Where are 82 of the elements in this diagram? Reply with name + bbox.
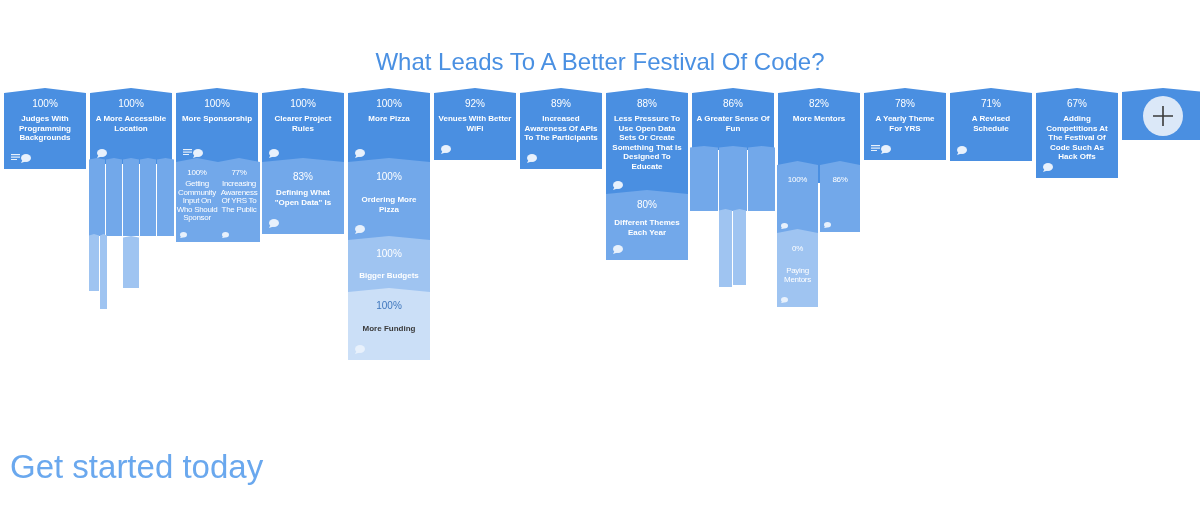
factor-title: A Yearly Theme For YRS <box>874 114 936 134</box>
sub-factor-card <box>777 161 818 233</box>
factor-title: Less Pressure To Use Open Data Sets Or Create Something That Is Designed To Educate <box>611 114 683 172</box>
sub-factor-card <box>140 158 156 236</box>
percentage-text: 100% <box>375 248 403 260</box>
factor-card <box>434 88 516 160</box>
factor-title: Defining What "Open Data" Is <box>273 188 333 208</box>
sub-factor-card <box>348 236 430 292</box>
percentage-text: 100% <box>289 98 317 110</box>
percentage-text: 67% <box>1066 98 1088 110</box>
factor-title: Bigger Budgets <box>358 271 420 281</box>
sub-factor-card <box>123 236 139 288</box>
factor-card <box>262 88 344 164</box>
sub-factor-card <box>606 190 688 260</box>
percentage-text: 80% <box>636 199 658 211</box>
percentage-text: 100% <box>375 300 403 312</box>
factor-title: Increased Awareness Of APIs To The Participants <box>524 114 598 143</box>
factor-title: More Pizza <box>367 114 411 124</box>
sub-factor-card <box>100 234 107 309</box>
factor-title: Getting Community Input On Who Should Sponsor <box>176 180 218 223</box>
factor-title: Venues With Better WiFi <box>438 114 512 134</box>
percentage-text: 100% <box>375 98 403 110</box>
factor-card <box>606 88 688 196</box>
call-to-action-text: Get started today <box>10 448 264 486</box>
percentage-text: 100% <box>203 98 231 110</box>
factor-card <box>4 88 86 169</box>
percentage-text: 100% <box>786 175 809 184</box>
factor-title: Clearer Project Rules <box>273 114 333 134</box>
sub-factor-card <box>719 146 747 211</box>
sub-factor-card <box>348 158 430 240</box>
sub-factor-card <box>89 158 105 236</box>
sub-factor-card <box>348 288 430 360</box>
percentage-text: 100% <box>31 98 59 110</box>
factor-title: A Greater Sense Of Fun <box>696 114 770 134</box>
sub-factor-card <box>176 158 218 242</box>
percentage-text: 78% <box>894 98 916 110</box>
sub-factor-card <box>748 146 775 211</box>
percentage-text: 83% <box>292 171 314 183</box>
factor-card <box>864 88 946 160</box>
factor-title: Adding Competitions At The Festival Of Code Such As Hack Offs <box>1045 114 1109 162</box>
percentage-text: 0% <box>791 244 804 253</box>
factor-title: More Funding <box>361 324 417 334</box>
factor-title: More Sponsorship <box>180 114 254 124</box>
percentage-text: 82% <box>808 98 830 110</box>
factor-title: More Mentors <box>791 114 847 124</box>
percentage-text: 89% <box>550 98 572 110</box>
factor-title: Different Themes Each Year <box>613 218 681 238</box>
sub-factor-card <box>690 146 718 211</box>
factor-title: Increasing Awareness Of YRS To The Public <box>219 180 259 215</box>
factor-card <box>950 88 1032 161</box>
percentage-text: 71% <box>980 98 1002 110</box>
sub-factor-card <box>89 234 99 291</box>
percentage-text: 100% <box>186 168 208 177</box>
factor-card <box>520 88 602 169</box>
factor-title: Judges With Programming Backgrounds <box>18 114 72 143</box>
percentage-text: 88% <box>636 98 658 110</box>
sub-factor-card <box>820 161 860 232</box>
sub-factor-card <box>733 209 746 285</box>
factor-card <box>348 88 430 164</box>
percentage-text: 100% <box>375 171 403 183</box>
factor-card <box>90 88 172 164</box>
factor-card <box>1036 88 1118 178</box>
diagram-title: What Leads To A Better Festival Of Code? <box>375 48 825 76</box>
percentage-text: 92% <box>464 98 486 110</box>
factor-title: A Revised Schedule <box>970 114 1012 134</box>
factor-title: A More Accessible Location <box>94 114 168 134</box>
sub-factor-card <box>123 158 139 236</box>
factor-title: Ordering More Pizza <box>360 195 418 215</box>
factor-title: Paying Mentors <box>783 267 812 285</box>
sub-factor-card <box>719 209 732 287</box>
percentage-text: 86% <box>722 98 744 110</box>
sub-factor-card <box>157 158 174 236</box>
percentage-text: 77% <box>230 168 248 177</box>
add-card <box>1122 88 1200 140</box>
factor-card <box>176 88 258 164</box>
sub-factor-card <box>106 158 122 236</box>
sub-factor-card <box>262 158 344 234</box>
sub-factor-card <box>218 158 260 242</box>
sub-factor-card <box>777 229 818 307</box>
factor-card <box>692 88 774 150</box>
percentage-text: 86% <box>831 175 849 184</box>
percentage-text: 100% <box>117 98 145 110</box>
